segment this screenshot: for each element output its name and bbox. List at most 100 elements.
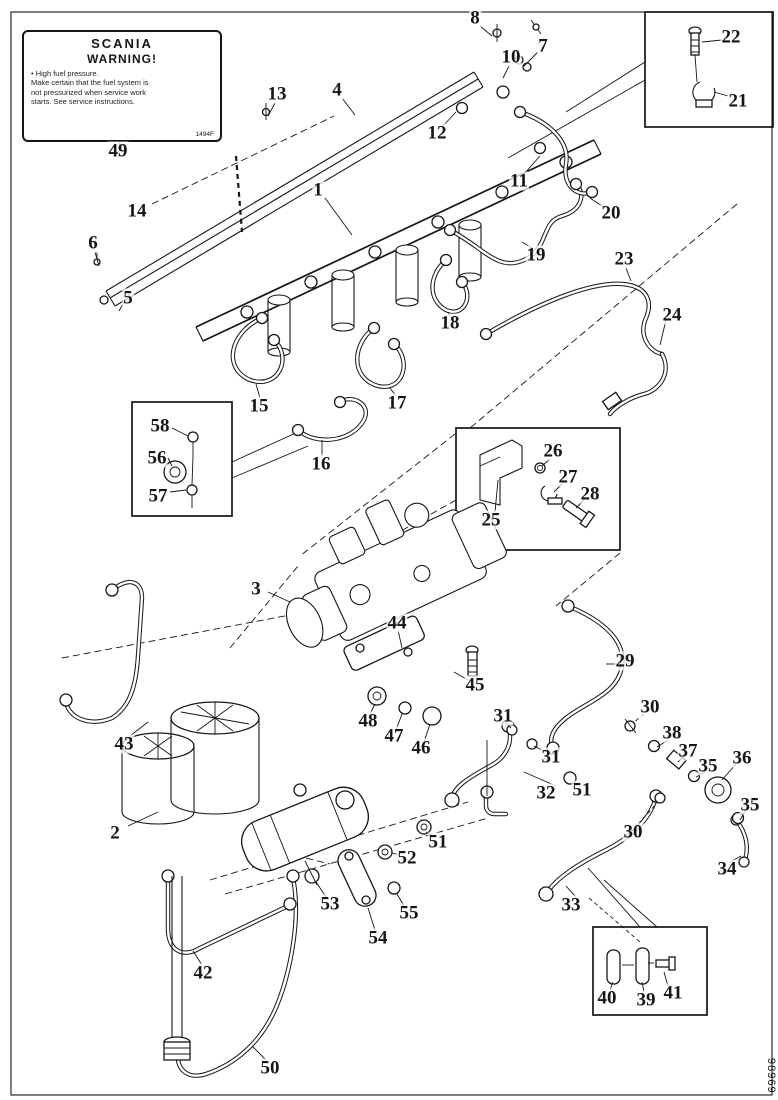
part-callout-55: 55 xyxy=(398,902,420,924)
part-callout-33: 33 xyxy=(560,894,582,916)
part-callout-41: 41 xyxy=(662,982,684,1004)
fuel-filter xyxy=(121,701,370,872)
inset-clamp-56-58-parts xyxy=(163,431,199,508)
inset-bracket-25-28-parts xyxy=(479,439,596,529)
part-callout-54: 54 xyxy=(367,927,389,949)
part-callout-58: 58 xyxy=(149,415,171,437)
part-callout-45: 45 xyxy=(464,674,486,696)
inset-box-clamp-56-58 xyxy=(131,401,233,517)
inset-clamp-39-41-parts xyxy=(606,947,676,985)
part-callout-47: 47 xyxy=(383,725,405,747)
top-fittings xyxy=(455,19,547,155)
inset-box-bracket-25-28 xyxy=(455,427,621,551)
part-callout-11: 11 xyxy=(509,170,529,192)
banjo-fitting xyxy=(496,85,510,99)
part-callout-37: 37 xyxy=(677,740,699,762)
part-callout-17: 17 xyxy=(386,392,408,414)
part-callout-31: 31 xyxy=(492,705,514,727)
part-callout-39: 39 xyxy=(635,989,657,1011)
part-callout-43: 43 xyxy=(113,733,135,755)
part-callout-42: 42 xyxy=(192,962,214,984)
part-callout-26: 26 xyxy=(542,440,564,462)
part-callout-38: 38 xyxy=(661,722,683,744)
part-callout-21: 21 xyxy=(727,90,749,112)
inset-box-clamp-39-41 xyxy=(592,926,708,1016)
part-callout-44: 44 xyxy=(386,612,408,634)
part-callout-34: 34 xyxy=(716,858,738,880)
part-callout-48: 48 xyxy=(357,710,379,732)
rail-end-fitting-5 xyxy=(99,295,109,305)
overflow-valve-cluster xyxy=(624,718,745,825)
part-callout-3: 3 xyxy=(250,578,262,600)
part-callout-49: 49 xyxy=(107,140,129,162)
hand-primer xyxy=(335,790,355,810)
part-callout-53: 53 xyxy=(319,893,341,915)
injector-unions xyxy=(267,219,482,357)
pipe-clamp-24 xyxy=(601,391,623,411)
overflow-valve-36 xyxy=(704,776,732,804)
nipple-48 xyxy=(367,686,387,706)
washer-38 xyxy=(647,739,661,753)
part-callout-52: 52 xyxy=(396,847,418,869)
link-bracket-54 xyxy=(337,849,377,907)
warning-brand: SCANIA xyxy=(91,36,153,51)
part-callout-10: 10 xyxy=(500,46,522,68)
clamp-rail xyxy=(93,71,484,307)
warning-text-line: starts. See service instructions. xyxy=(31,97,135,107)
part-callout-30: 30 xyxy=(639,696,661,718)
injection-pipes xyxy=(233,105,666,440)
part-callout-51: 51 xyxy=(571,779,593,801)
part-callout-40: 40 xyxy=(596,987,618,1009)
part-callout-56: 56 xyxy=(146,447,168,469)
injection-pump xyxy=(285,499,507,726)
banjo-screw-30b xyxy=(654,792,666,804)
part-callout-50: 50 xyxy=(259,1057,281,1079)
bolt-55 xyxy=(387,881,401,895)
union-46 xyxy=(422,706,442,726)
warning-title: WARNING! xyxy=(87,52,157,66)
fuel-rail xyxy=(195,139,602,357)
part-callout-22: 22 xyxy=(720,26,742,48)
union-12 xyxy=(455,101,469,115)
part-callout-35: 35 xyxy=(739,794,761,816)
inset-boxes xyxy=(131,11,774,1016)
part-callout-32: 32 xyxy=(535,782,557,804)
part-callout-24: 24 xyxy=(661,304,683,326)
inset-clamp-21-22-parts xyxy=(688,26,716,108)
warning-text-line: • High fuel pressure. xyxy=(31,69,99,78)
union-11 xyxy=(533,141,547,155)
fitting-cluster-51-55 xyxy=(304,771,577,907)
drawing-number: 98969 xyxy=(765,1058,777,1094)
nut-52 xyxy=(377,844,393,860)
part-callout-8: 8 xyxy=(469,7,481,29)
part-callout-7: 7 xyxy=(537,35,549,57)
part-callout-15: 15 xyxy=(248,395,270,417)
part-callout-20: 20 xyxy=(600,202,622,224)
return-pipes xyxy=(444,599,750,902)
part-callout-27: 27 xyxy=(557,466,579,488)
part-callout-14: 14 xyxy=(126,200,148,222)
bolt-45 xyxy=(465,645,479,677)
low-pressure-pipes xyxy=(59,582,300,1075)
part-callout-25: 25 xyxy=(480,509,502,531)
part-callout-5: 5 xyxy=(122,287,134,309)
part-callout-4: 4 xyxy=(331,79,343,101)
part-callout-51: 51 xyxy=(427,831,449,853)
part-callout-28: 28 xyxy=(579,483,601,505)
strainer-fitting xyxy=(163,1036,191,1061)
inset-box-clamp-21-22 xyxy=(644,11,774,128)
part-callout-29: 29 xyxy=(614,650,636,672)
part-callout-35: 35 xyxy=(697,755,719,777)
warning-text-line: Make certain that the fuel system is xyxy=(31,78,149,88)
part-callout-31: 31 xyxy=(540,746,562,768)
page-frame xyxy=(10,11,773,1096)
warning-text-line: not pressurized when service work xyxy=(31,87,147,97)
part-callout-30: 30 xyxy=(622,821,644,843)
part-callout-12: 12 xyxy=(426,122,448,144)
part-callout-16: 16 xyxy=(310,453,332,475)
part-callout-18: 18 xyxy=(439,312,461,334)
part-callout-1: 1 xyxy=(312,179,324,201)
part-callout-19: 19 xyxy=(525,244,547,266)
